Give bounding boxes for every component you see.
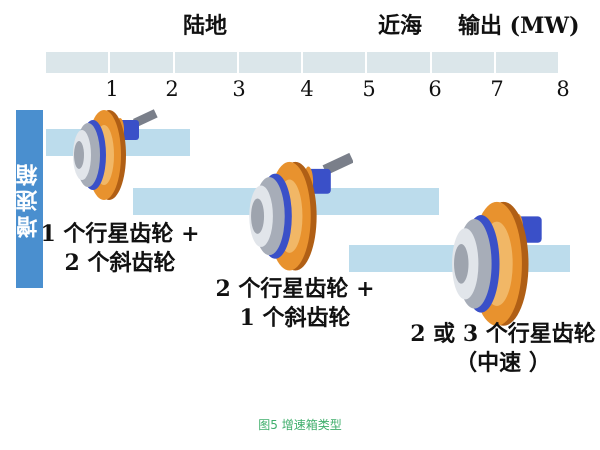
- header-land: 陆地: [183, 13, 228, 39]
- header-output: 输出 (MW): [458, 13, 580, 39]
- range-2-label: 2 个行星齿轮 + 1 个斜齿轮: [210, 275, 380, 332]
- gearbox-icon: [249, 152, 353, 271]
- gearbox-icon: [73, 109, 158, 200]
- range-1-label-line: 1 个行星齿轮 +: [40, 221, 200, 247]
- range-2-label-line: 1 个斜齿轮: [239, 304, 351, 331]
- header-offshore: 近海: [378, 13, 423, 39]
- tick-label: 7: [490, 77, 504, 101]
- figure-caption: 图5 增速箱类型: [258, 418, 342, 432]
- tick-label: 6: [428, 77, 442, 101]
- output-scale-bar: [46, 52, 558, 73]
- side-label-gearbox: 增速箱: [16, 110, 43, 288]
- tick-label: 5: [362, 77, 376, 101]
- tick-label: 8: [556, 77, 570, 101]
- range-1-label: 1 个行星齿轮 + 2 个斜齿轮: [40, 220, 200, 277]
- range-3-label: 2 或 3 个行星齿轮 （中速 ）: [408, 320, 598, 377]
- tick-label: 2: [165, 77, 179, 101]
- tick-label: 4: [300, 77, 314, 101]
- range-3-label-line: 2 或 3 个行星齿轮: [410, 321, 596, 347]
- range-3-label-line: （中速 ）: [455, 349, 551, 376]
- gearbox-icon: [452, 201, 542, 326]
- tick-label: 1: [105, 77, 119, 101]
- tick-label: 3: [232, 77, 246, 101]
- range-2-label-line: 2 个行星齿轮 +: [215, 276, 375, 302]
- range-1-label-line: 2 个斜齿轮: [64, 249, 176, 276]
